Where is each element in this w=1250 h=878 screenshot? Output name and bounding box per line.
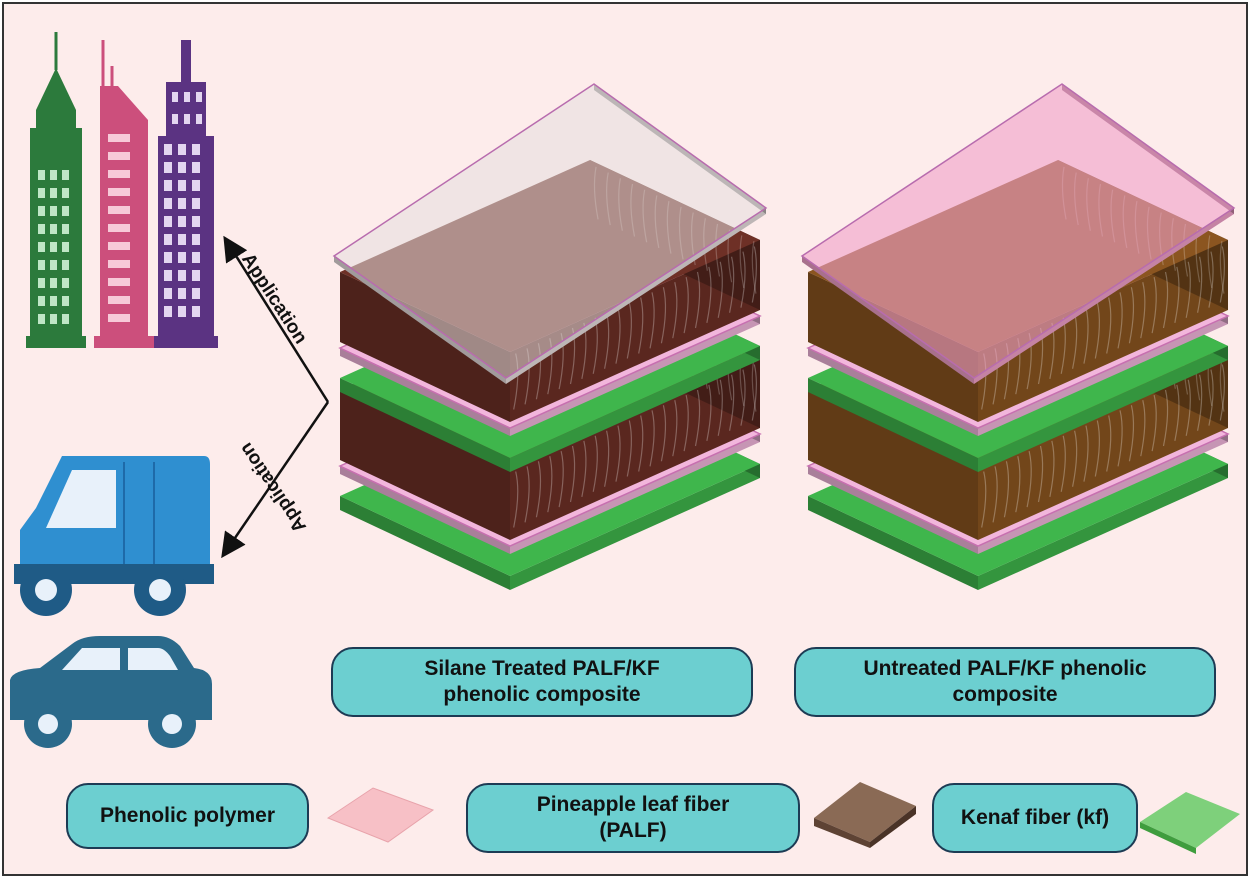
treated-composite-stack: [332, 83, 768, 590]
phenolic-top-sheet: [800, 83, 1236, 384]
legend-phenolic-label: Phenolic polymer: [66, 783, 309, 849]
application-arrows: [221, 235, 330, 559]
skyscrapers-icon: [26, 32, 218, 348]
untreated-composite-stack: [800, 83, 1236, 590]
phenolic-swatch: [326, 787, 435, 843]
legend-kenaf-label: Kenaf fiber (kf): [932, 783, 1138, 853]
kenaf-swatch: [1140, 792, 1240, 854]
palf-swatch: [814, 782, 916, 848]
untreated-composite-label: Untreated PALF/KF phenolic composite: [794, 647, 1216, 717]
car-icon: [10, 636, 212, 748]
phenolic-top-sheet: [332, 83, 768, 384]
treated-composite-label: Silane Treated PALF/KF phenolic composit…: [331, 647, 753, 717]
legend-swatches: [326, 782, 1240, 854]
legend-palf-label: Pineapple leaf fiber (PALF): [466, 783, 800, 853]
delivery-van-icon: [14, 456, 214, 616]
